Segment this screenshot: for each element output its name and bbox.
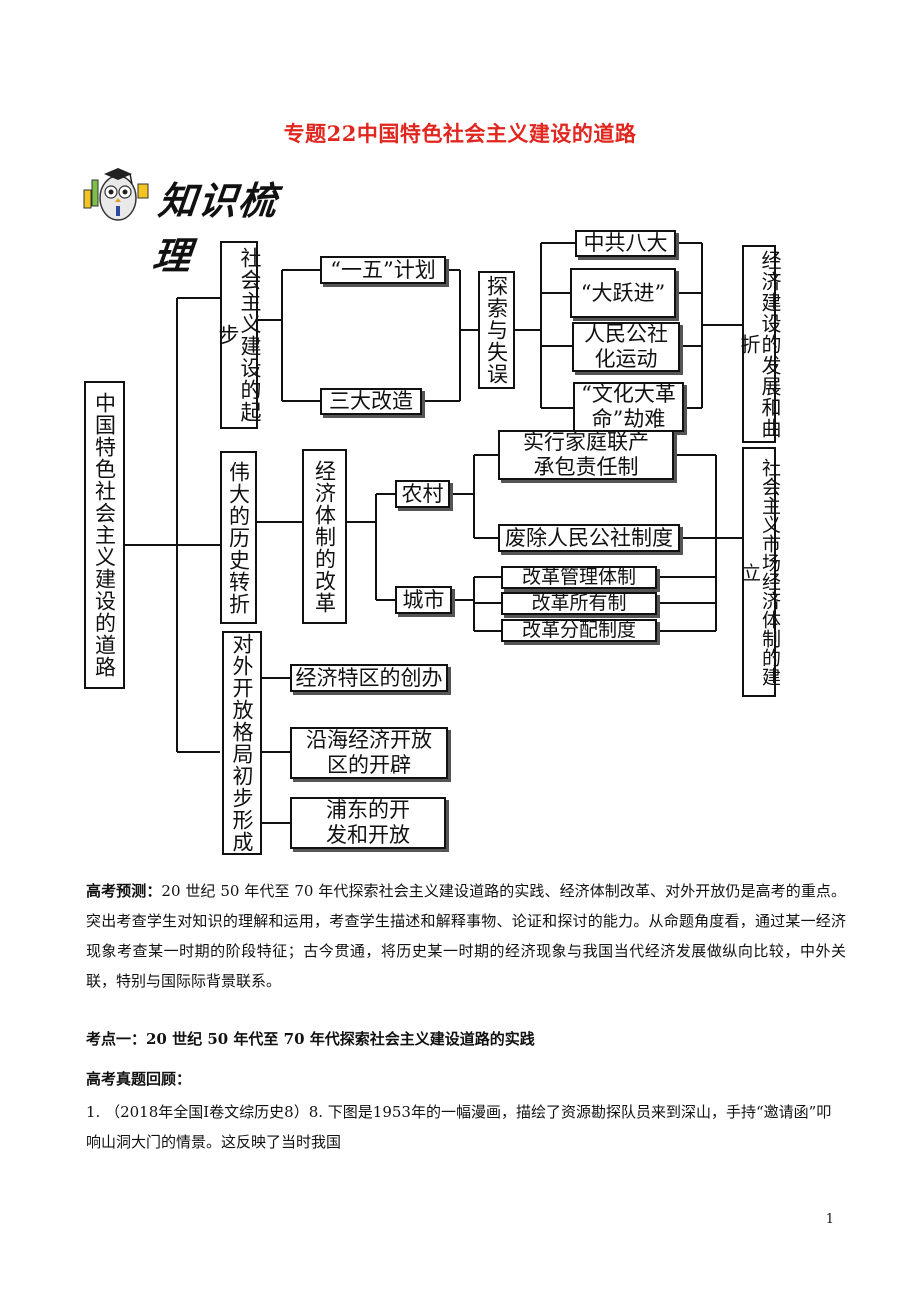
economic-development-box: 经济建设的发展和曲折: [737, 245, 782, 443]
branch-historic-turn: 伟大的历史转折: [220, 451, 257, 624]
exploration-mistakes: 探索与失误: [478, 271, 515, 389]
question-1: 1. （2018年全国Ⅰ卷文综历史8）8. 下图是1953年的一幅漫画，描绘了资…: [86, 1103, 832, 1151]
special-economic-zones: 经济特区的创办: [290, 664, 448, 692]
economic-reform: 经济体制的改革: [302, 449, 347, 624]
urban-box: 城市: [395, 586, 452, 614]
forecast-body: 20 世纪 50 年代至 70 年代探索社会主义建设道路的实践、经济体制改革、对…: [86, 882, 846, 990]
great-leap: “大跃进”: [570, 268, 676, 318]
people-commune: 人民公社 化运动: [572, 322, 680, 372]
reform-distribution: 改革分配制度: [501, 619, 657, 642]
mind-map-connectors: [125, 242, 742, 824]
page-number: 1: [825, 1212, 834, 1227]
knowledge-logo: 知识梳理: [82, 160, 292, 278]
first-five-year-plan: “一五”计划: [320, 256, 446, 284]
household-responsibility: 实行家庭联产 承包责任制: [498, 430, 674, 480]
branch-opening-up: 对外开放格局初步形成: [222, 631, 262, 855]
abolish-commune: 废除人民公社制度: [498, 524, 680, 552]
coastal-open-zones: 沿海经济开放 区的开辟: [290, 727, 448, 779]
forecast-paragraph: 高考预测：20 世纪 50 年代至 70 年代探索社会主义建设道路的实践、经济体…: [86, 876, 846, 996]
forecast-label: 高考预测：: [86, 882, 162, 900]
key-point-heading: 考点一：20 世纪 50 年代至 70 年代探索社会主义建设道路的实践: [86, 1030, 535, 1048]
page-title: 专题22中国特色社会主义建设的道路: [283, 121, 637, 146]
cultural-revolution: “文化大革 命”劫难: [573, 382, 684, 432]
pudong-development: 浦东的开 发和开放: [290, 797, 446, 849]
eighth-congress: 中共八大: [575, 230, 676, 257]
root-box: 中国特色社会主义建设的道路: [84, 381, 125, 689]
three-transformations: 三大改造: [320, 388, 422, 415]
branch-construction-start: 社会主义建设的起步: [216, 241, 262, 429]
market-economy-box: 社会主义市场经济体制的建立: [739, 447, 781, 697]
owl-scholar-icon: [83, 168, 149, 221]
rural-box: 农村: [395, 480, 450, 508]
reform-ownership: 改革所有制: [501, 592, 657, 615]
reform-management: 改革管理体制: [501, 566, 657, 589]
review-heading: 高考真题回顾：: [86, 1070, 192, 1088]
